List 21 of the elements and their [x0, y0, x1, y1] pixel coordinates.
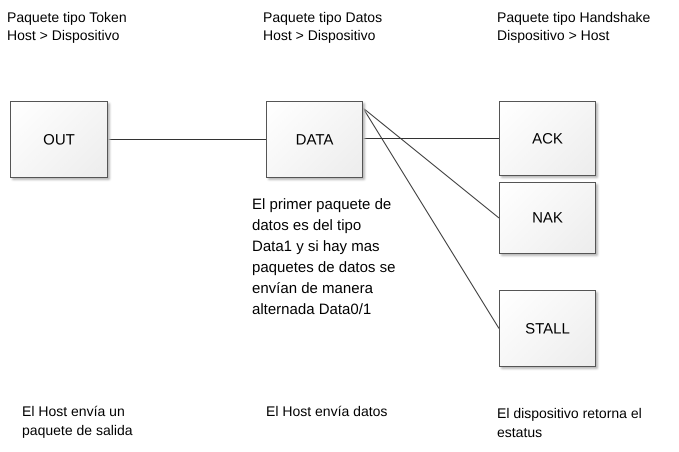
packet-name: OUT	[42, 131, 76, 148]
packet-heading: Paquete tipo Handshake Dispositivo > Host	[497, 8, 652, 44]
packet-name: ACK	[531, 130, 564, 147]
packet-heading: Paquete tipo Token Host > Dispositivo	[7, 8, 128, 44]
connector-line	[362, 108, 500, 218]
packet-box	[499, 182, 596, 254]
packet-box	[499, 290, 596, 367]
packet-name: DATA	[294, 131, 334, 148]
note-text: El primer paquete de datos es del tipo Data1 y si hay mas paquetes de datos se envían de manera alternada Data0/1	[252, 195, 396, 320]
caption-text: El Host envía un paquete de salida	[22, 402, 134, 440]
packet-box	[10, 101, 108, 178]
packet-name: STALL	[524, 320, 571, 337]
caption-text: El Host envía datos	[266, 402, 388, 421]
packet-box	[499, 101, 596, 176]
caption-text: El dispositivo retorna el estatus	[497, 404, 643, 442]
connector-line	[362, 108, 500, 329]
packet-box	[266, 101, 363, 178]
connector-line	[108, 139, 266, 140]
packet-heading: Paquete tipo Datos Host > Dispositivo	[263, 8, 384, 44]
connector-line	[362, 138, 500, 139]
packet-name: NAK	[531, 210, 564, 226]
